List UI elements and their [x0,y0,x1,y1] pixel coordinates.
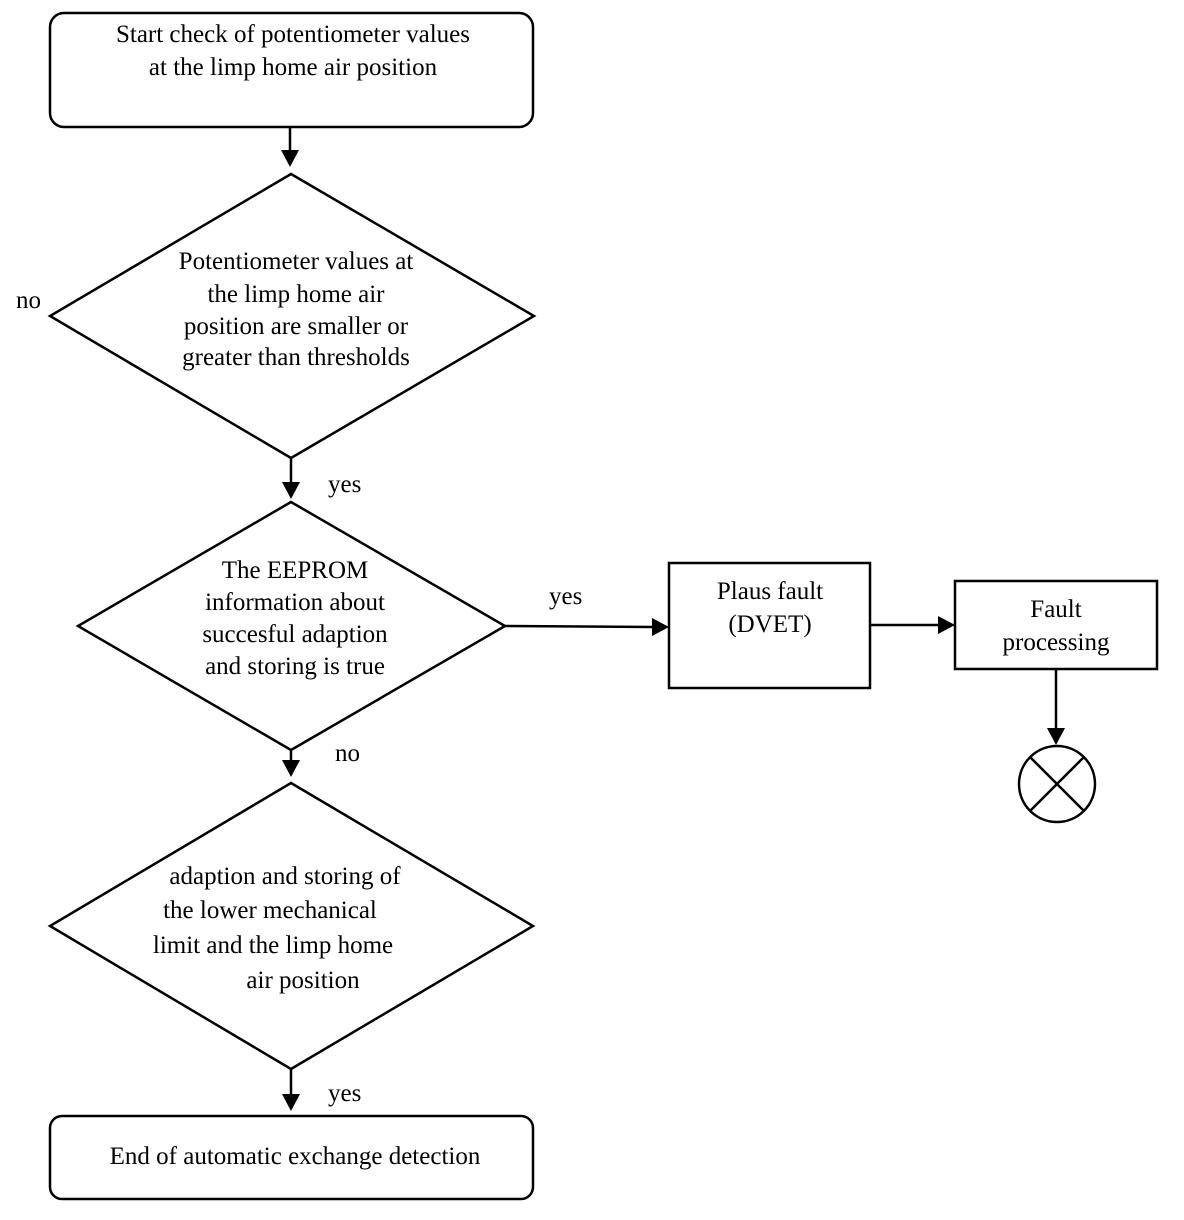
label-eeprom-no: no [335,740,360,767]
decision-thresholds-line-3: position are smaller or [184,313,409,340]
plaus-fault-line-1: Plaus fault [717,578,823,605]
start-box [48,11,535,129]
decision-thresholds-line-1: Potentiometer values at [179,248,414,275]
arrow-fault-processing-to-terminator [1047,669,1065,745]
start-text-line-1: Start check of potentiometer values [116,21,470,48]
decision-adaption: adaption and storing of the lower mechan… [47,781,536,1071]
fault-processing-line-2: processing [1003,629,1110,656]
label-adaption-yes: yes [328,1080,361,1107]
decision-adaption-diamond [47,781,536,1071]
start-text-line-2: at the limp home air position [149,54,438,81]
decision-eeprom-line-1: The EEPROM [222,557,369,584]
crossed-circle-icon [1017,744,1097,824]
decision-adaption-line-2: the lower mechanical [163,897,377,924]
arrow-eeprom-to-adaption [282,750,300,777]
plaus-fault-line-2: (DVET) [728,611,811,638]
arrow-adaption-to-end [282,1069,300,1111]
end-box [48,1114,535,1201]
end-text-line-1: End of automatic exchange detection [110,1143,481,1170]
start-node: Start check of potentiometer values at t… [48,11,535,129]
fault-processing-node: Fault processing [953,579,1159,671]
decision-adaption-line-1: adaption and storing of [169,863,401,890]
arrow-thresholds-to-eeprom [282,458,300,499]
fault-processing-line-1: Fault [1030,596,1081,623]
decision-thresholds-line-4: greater than thresholds [182,344,410,371]
decision-eeprom-line-4: and storing is true [205,653,385,680]
plaus-fault-node: Plaus fault (DVET) [667,561,872,690]
decision-eeprom-line-2: information about [205,589,385,616]
arrow-start-to-thresholds [281,127,299,167]
decision-adaption-line-4: air position [246,967,360,994]
label-eeprom-yes: yes [549,583,582,610]
decision-eeprom: The EEPROM information about succesful a… [75,500,508,752]
decision-adaption-line-3: limit and the limp home [153,932,393,959]
decision-thresholds: Potentiometer values at the limp home ai… [47,172,537,460]
arrow-eeprom-to-plaus-fault [504,618,669,636]
fault-processing-box [953,579,1159,671]
decision-thresholds-line-2: the limp home air [207,281,385,308]
arrow-plaus-fault-to-fault-processing [870,616,955,634]
label-thresholds-no: no [16,287,41,314]
decision-eeprom-line-3: succesful adaption [202,621,388,648]
end-node: End of automatic exchange detection [48,1114,535,1201]
label-thresholds-yes: yes [328,471,361,498]
